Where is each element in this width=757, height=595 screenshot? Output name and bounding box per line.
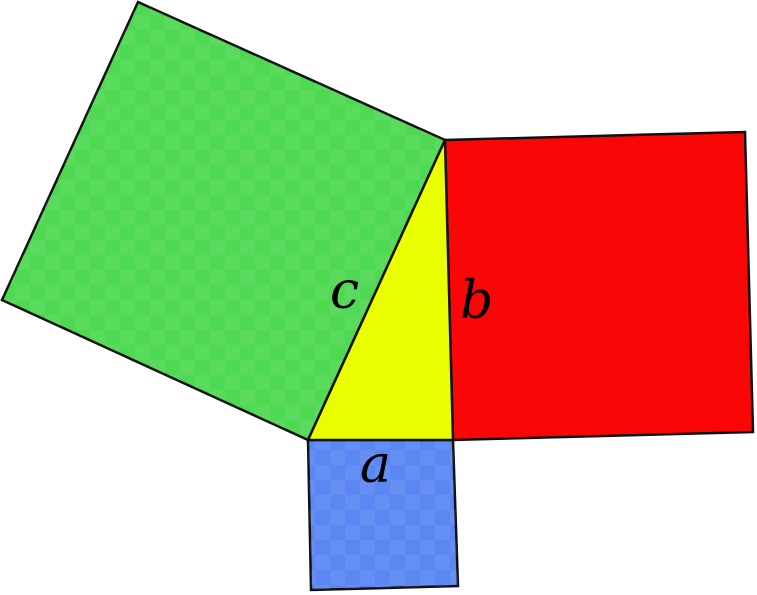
triangle-fill [306,139,455,442]
right-triangle [306,139,455,442]
label-a: a [360,435,391,495]
label-c: c [330,261,359,321]
label-b: b [460,271,493,331]
square-c [0,0,447,442]
square-a-checker [308,440,458,590]
square-c-checker [2,2,445,440]
square-a [306,438,460,592]
